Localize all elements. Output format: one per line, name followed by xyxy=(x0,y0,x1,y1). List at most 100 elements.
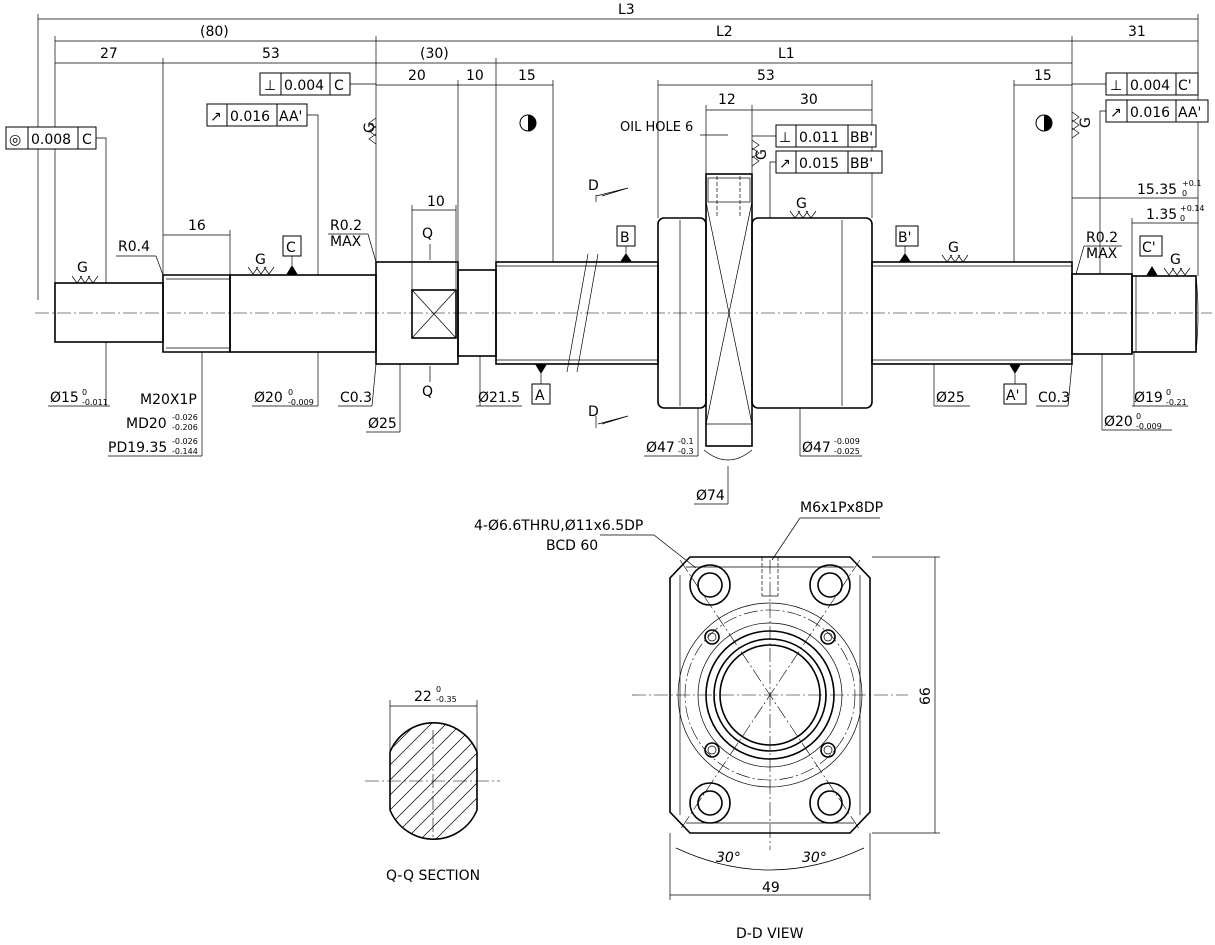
dim-15-35: 15.35 xyxy=(1137,182,1177,198)
datum-b: B xyxy=(616,225,636,262)
svg-text:A': A' xyxy=(1006,388,1019,404)
svg-text:C: C xyxy=(286,240,296,256)
angle-left: 30° xyxy=(716,850,741,866)
hardening-symbols xyxy=(519,114,1053,132)
svg-text:Q: Q xyxy=(422,384,433,400)
svg-text:0.011: 0.011 xyxy=(799,130,839,146)
svg-text:MD20: MD20 xyxy=(126,416,167,432)
dim-27: 27 xyxy=(100,46,118,62)
svg-text:D: D xyxy=(588,404,599,420)
svg-text:G: G xyxy=(948,240,959,256)
diameter-labels: Ø15 0 -0.011 M20X1P MD20 -0.026 -0.206 P… xyxy=(48,342,1188,505)
svg-text:0: 0 xyxy=(1166,388,1171,397)
section-d-markers: D D xyxy=(588,178,629,428)
svg-text:↗: ↗ xyxy=(210,109,222,125)
svg-text:Ø74: Ø74 xyxy=(696,488,725,504)
dim-15-35-tol-upper: +0.1 xyxy=(1182,179,1201,188)
svg-text:0: 0 xyxy=(82,388,87,397)
dim-16: 16 xyxy=(188,218,206,234)
svg-text:G: G xyxy=(255,252,266,268)
svg-text:B': B' xyxy=(898,230,911,246)
svg-text:Ø47: Ø47 xyxy=(802,440,831,456)
dim-l3: L3 xyxy=(618,2,635,18)
svg-text:0.016: 0.016 xyxy=(230,109,270,125)
svg-text:-0.026: -0.026 xyxy=(172,437,198,446)
svg-text:0: 0 xyxy=(436,685,441,694)
dim-l2: L2 xyxy=(716,24,733,40)
dimension-lines xyxy=(37,14,1199,300)
svg-text:C0.3: C0.3 xyxy=(340,390,372,406)
datum-c: C xyxy=(282,235,302,275)
ball-nut xyxy=(657,173,873,447)
svg-text:G: G xyxy=(77,260,88,276)
dim-l1: L1 xyxy=(778,46,795,62)
surface-finish-marks: G G G G G G G G xyxy=(71,111,1191,284)
dim-15a: 15 xyxy=(518,68,536,84)
radius-max-left: MAX xyxy=(330,234,362,250)
svg-text:-0.21: -0.21 xyxy=(1166,398,1187,407)
oil-hole-label: OIL HOLE 6 xyxy=(620,120,693,135)
svg-text:-0.025: -0.025 xyxy=(834,447,860,456)
svg-text:D: D xyxy=(588,178,599,194)
svg-text:⊥: ⊥ xyxy=(1110,78,1122,94)
flat-wrench-section xyxy=(411,289,457,339)
dd-flange-view xyxy=(600,517,940,900)
svg-text:G: G xyxy=(1170,252,1181,268)
svg-text:22: 22 xyxy=(414,689,432,705)
concentricity-frame: ◎ 0.008 C xyxy=(5,126,107,283)
svg-text:Ø15: Ø15 xyxy=(50,390,79,406)
dim-66: 66 xyxy=(918,687,934,705)
radius-r04: R0.4 xyxy=(118,239,150,255)
svg-text:-0.026: -0.026 xyxy=(172,413,198,422)
dim-30: 30 xyxy=(800,92,818,108)
bolt-hole-spec: 4-Ø6.6THRU,Ø11x6.5DP xyxy=(474,518,643,534)
qq-section-view: 22 0 -0.35 Q-Q SECTION xyxy=(365,685,500,884)
runout-frame-nut: ↗ 0.015 BB' xyxy=(769,150,883,218)
svg-text:Ø25: Ø25 xyxy=(936,390,965,406)
svg-text:G: G xyxy=(796,196,807,212)
dim-49: 49 xyxy=(762,880,780,896)
svg-text:◎: ◎ xyxy=(9,132,21,148)
dim-53b: 53 xyxy=(757,68,775,84)
radius-r02-right: R0.2 xyxy=(1086,230,1118,246)
svg-text:A: A xyxy=(535,388,545,404)
svg-text:⊥: ⊥ xyxy=(264,78,276,94)
svg-text:C: C xyxy=(334,78,344,94)
svg-text:0.004: 0.004 xyxy=(1130,78,1170,94)
svg-text:0.004: 0.004 xyxy=(284,78,324,94)
tap-hole-spec: M6x1Px8DP xyxy=(800,500,883,516)
svg-text:0: 0 xyxy=(288,388,293,397)
svg-text:G: G xyxy=(362,122,378,133)
radius-max-right: MAX xyxy=(1086,246,1118,262)
svg-text:-0.206: -0.206 xyxy=(172,423,198,432)
perpendicularity-frame-nut: ⊥ 0.011 BB' xyxy=(752,124,877,148)
dim-1-35: 1.35 xyxy=(1146,207,1177,223)
svg-text:Ø20: Ø20 xyxy=(254,390,283,406)
svg-text:⊥: ⊥ xyxy=(779,130,791,146)
svg-text:↗: ↗ xyxy=(1110,105,1122,121)
angle-right: 30° xyxy=(802,850,827,866)
dd-view-title: D-D VIEW xyxy=(736,926,804,942)
datum-a: A xyxy=(531,364,551,405)
svg-text:0.016: 0.016 xyxy=(1130,105,1170,121)
svg-text:Q: Q xyxy=(422,226,433,242)
svg-text:Ø47: Ø47 xyxy=(646,440,675,456)
dim-80: (80) xyxy=(200,24,229,40)
datum-c-prime: C' xyxy=(1139,235,1163,276)
dim-1-35-tol-lower: 0 xyxy=(1180,214,1185,223)
perpendicularity-frame-left: ⊥ 0.004 C xyxy=(259,72,376,96)
perpendicularity-frame-right: ⊥ 0.004 C' xyxy=(1072,72,1199,96)
datum-b-prime: B' xyxy=(895,225,919,262)
shaft-outline xyxy=(54,253,1199,373)
runout-frame-right: ↗ 0.016 AA' xyxy=(1099,99,1209,274)
dim-1-35-tol-upper: +0.14 xyxy=(1180,204,1205,213)
svg-text:G: G xyxy=(754,149,770,160)
dim-12: 12 xyxy=(718,92,736,108)
runout-frame-left: ↗ 0.016 AA' xyxy=(206,103,319,275)
svg-text:-0.009: -0.009 xyxy=(1136,422,1162,431)
svg-text:BB': BB' xyxy=(850,156,873,172)
bcd-spec: BCD 60 xyxy=(546,538,598,554)
svg-text:0.008: 0.008 xyxy=(31,132,71,148)
svg-text:-0.1: -0.1 xyxy=(678,437,694,446)
dim-10b: 10 xyxy=(427,194,445,210)
